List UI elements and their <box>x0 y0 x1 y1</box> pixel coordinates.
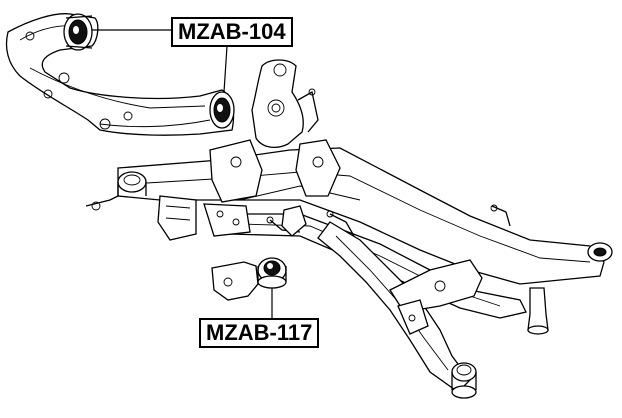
knuckle-bracket <box>251 59 319 149</box>
fastener-group <box>266 205 355 237</box>
rear-lower-frame <box>317 204 549 399</box>
upper-control-arm <box>5 13 235 136</box>
part-number-callout-upper: MZAB-104 <box>171 17 293 47</box>
bushing-upper-2 <box>209 91 235 129</box>
leader-top-2 <box>223 45 228 93</box>
bushing-upper-1 <box>63 13 93 51</box>
bushing-lower <box>211 257 287 301</box>
part-number-callout-lower: MZAB-117 <box>199 318 320 348</box>
